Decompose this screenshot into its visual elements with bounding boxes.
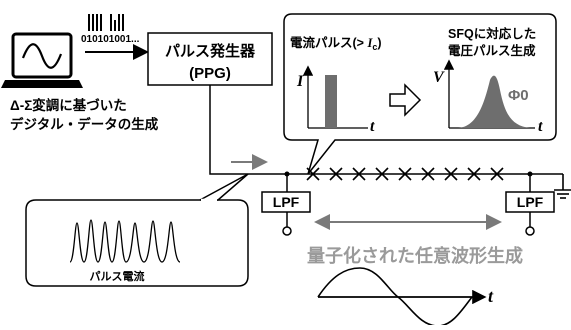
junction-x: [490, 167, 504, 181]
bits-text: 010101001...: [81, 34, 140, 45]
junction-x: [398, 167, 412, 181]
pulse-current-bubble: パルス電流: [25, 173, 249, 287]
sine-axis-t-label: t: [488, 286, 494, 306]
junction-x: [352, 167, 366, 181]
laptop-caption-line2: デジタル・データの生成: [10, 116, 159, 132]
junction-x: [329, 167, 343, 181]
callout-bubble: 電流パルス(> Ic) I t SFQに対応した 電圧パルス生成 V t Φ0: [283, 13, 557, 175]
laptop-caption-line1: Δ-Σ変調に基づいた: [10, 97, 127, 113]
svg-text:電流パルス(> Ic): 電流パルス(> Ic): [290, 35, 382, 52]
axis-t2-label: t: [538, 118, 543, 135]
signal-line: [209, 85, 530, 175]
lpf-right-box: LPF: [505, 191, 555, 213]
right-terminal: [525, 226, 535, 236]
sfq-title-line2: 電圧パルス生成: [448, 43, 536, 58]
lpf-right-label: LPF: [517, 194, 544, 210]
lpf-left-label: LPF: [273, 194, 300, 210]
left-terminal: [282, 226, 292, 236]
ppg-abbr: (PPG): [189, 65, 231, 82]
hollow-arrow-icon: [389, 83, 422, 117]
junction-x: [421, 167, 435, 181]
junction-array: [306, 167, 504, 181]
axis-I-label: I: [296, 73, 304, 90]
ppg-box: パルス発生器 (PPG): [147, 32, 273, 86]
sfq-pulse-shape: [458, 75, 530, 128]
junction-x: [467, 167, 481, 181]
current-pulse-close: ): [377, 36, 381, 50]
pulse-train: [69, 219, 181, 263]
junction-x: [306, 167, 320, 181]
barcode-icon: [88, 14, 124, 31]
current-pulse-bar: [325, 75, 337, 128]
ppg-name: パルス発生器: [165, 42, 256, 60]
output-caption: 量子化された任意波形生成: [307, 245, 523, 266]
junction-x: [375, 167, 389, 181]
pulse-inset-label: パルス電流: [90, 269, 145, 283]
axis-V-label: V: [433, 69, 445, 86]
sfq-title-line1: SFQに対応した: [448, 26, 536, 41]
ground-icon: [530, 173, 571, 199]
current-pulse-sub: c: [372, 42, 377, 52]
laptop-icon: [1, 32, 83, 88]
axis-t-label: t: [370, 118, 375, 135]
sine-wave: t: [317, 267, 494, 327]
current-pulse-sym: I: [366, 36, 373, 50]
lpf-left-box: LPF: [261, 191, 311, 213]
phi0-label: Φ0: [508, 87, 529, 104]
current-pulse-label: 電流パルス(>: [290, 35, 367, 50]
junction-x: [444, 167, 458, 181]
